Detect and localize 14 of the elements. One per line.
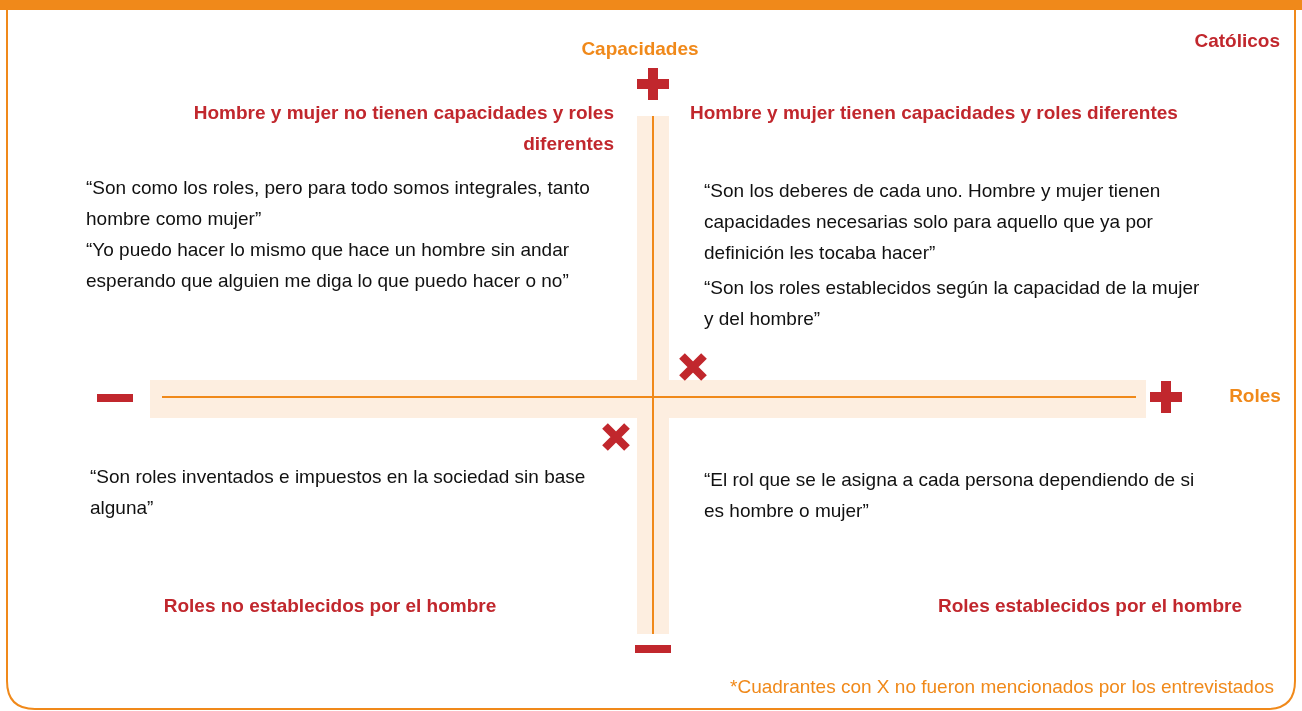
quote-text: “Son los roles establecidos según la capacidad de la mujer y del hombre” — [704, 276, 1201, 331]
quote-text: “Son como los roles, pero para todo somos integrales, tanto hombre como mujer” — [86, 176, 591, 231]
quote-text: “El rol que se le asigna a cada persona dependiendo de si es hombre o mujer” — [704, 468, 1196, 523]
axis-label: Capacidades — [580, 37, 700, 61]
quadrant-heading: Roles no establecidos por el hombre — [162, 594, 498, 618]
quote-text: “Son roles inventados e impuestos en la sociedad sin base alguna” — [90, 465, 587, 520]
quadrant-heading: Hombre y mujer tienen capacidades y roles diferentes — [690, 101, 1179, 125]
footnote: *Cuadrantes con X no fueron mencionados por los entrevistados — [729, 675, 1274, 699]
quadrant-heading: Roles establecidos por el hombre — [936, 594, 1244, 618]
quote-text: “Son los deberes de cada uno. Hombre y mujer tienen capacidades necesarias solo para aquello que ya por definición les tocaba hacer” — [704, 179, 1162, 265]
axis-label: Roles — [1228, 384, 1282, 408]
quote-text: “Yo puedo hacer lo mismo que hace un hombre sin andar esperando que alguien me diga lo que puedo hacer o no” — [86, 238, 571, 293]
title: Católicos — [1193, 29, 1280, 53]
quadrant-heading: Hombre y mujer no tienen capacidades y roles diferentes — [192, 101, 614, 156]
